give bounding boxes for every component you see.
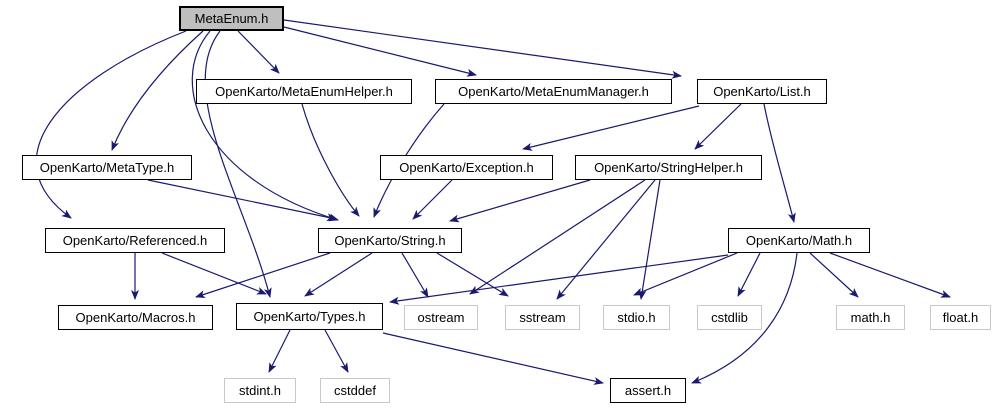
- edge-string-ostream: [401, 252, 429, 298]
- node-list[interactable]: OpenKarto/List.h: [697, 79, 827, 104]
- edge-math-cstdlib: [737, 252, 761, 297]
- node-stdint: stdint.h: [224, 378, 296, 403]
- node-label: OpenKarto/MetaType.h: [39, 160, 175, 175]
- edge-metaenum-list: [283, 19, 682, 79]
- node-label: OpenKarto/Math.h: [745, 233, 853, 248]
- edge-metaenum-referenced: [35, 30, 187, 219]
- node-metatype[interactable]: OpenKarto/MetaType.h: [22, 155, 192, 180]
- edge-list-exception: [522, 105, 700, 151]
- node-cstdlib: cstdlib: [697, 305, 762, 330]
- node-metaenummanager[interactable]: OpenKarto/MetaEnumManager.h: [435, 79, 672, 104]
- node-mathh: math.h: [836, 305, 905, 330]
- edge-stringhelper-ostream: [469, 179, 646, 295]
- node-types[interactable]: OpenKarto/Types.h: [236, 303, 383, 330]
- node-assert[interactable]: assert.h: [610, 378, 686, 403]
- edge-math-types: [389, 254, 729, 305]
- node-metaenumhelper[interactable]: OpenKarto/MetaEnumHelper.h: [196, 79, 412, 104]
- edge-types-assert: [382, 332, 604, 385]
- node-string[interactable]: OpenKarto/String.h: [318, 228, 462, 253]
- node-stringhelper[interactable]: OpenKarto/StringHelper.h: [575, 155, 762, 180]
- node-macros[interactable]: OpenKarto/Macros.h: [58, 305, 213, 330]
- node-label: OpenKarto/String.h: [334, 233, 446, 248]
- node-ostream: ostream: [404, 305, 478, 330]
- node-label: cstddef: [334, 383, 376, 398]
- edge-list-math: [763, 103, 796, 223]
- node-label: stdint.h: [239, 383, 281, 398]
- node-label: float.h: [942, 310, 979, 325]
- edge-exception-string: [412, 179, 453, 220]
- node-math[interactable]: OpenKarto/Math.h: [728, 228, 870, 253]
- edge-metaenum-metatype: [111, 30, 204, 151]
- node-label: stdio.h: [617, 310, 656, 325]
- node-label: sstream: [519, 310, 566, 325]
- edge-stringhelper-stdio: [638, 179, 661, 300]
- node-label: assert.h: [624, 383, 672, 398]
- edge-metaenum-metaenumhelper: [237, 30, 280, 74]
- node-label: MetaEnum.h: [194, 11, 269, 26]
- edge-string-sstream: [436, 252, 509, 297]
- edge-types-stdint: [268, 329, 291, 373]
- edge-metaenum-string: [191, 30, 339, 222]
- node-label: ostream: [417, 310, 465, 325]
- edge-metaenumhelper-string: [301, 103, 360, 217]
- node-metaenum: MetaEnum.h: [179, 6, 284, 31]
- edge-types-cstddef: [324, 329, 349, 373]
- node-label: OpenKarto/Types.h: [253, 309, 366, 324]
- edge-list-stringhelper: [694, 103, 742, 150]
- edge-metatype-string: [147, 179, 337, 222]
- node-label: OpenKarto/Referenced.h: [62, 233, 208, 248]
- node-label: math.h: [850, 310, 891, 325]
- edge-referenced-types: [161, 252, 267, 295]
- edge-math-floath: [829, 252, 951, 298]
- edge-math-assert: [691, 252, 798, 384]
- node-label: OpenKarto/Exception.h: [399, 160, 534, 175]
- node-label: OpenKarto/MetaEnumManager.h: [458, 84, 649, 99]
- node-floath: float.h: [930, 305, 991, 330]
- edge-metaenum-metaenummanager: [283, 26, 477, 77]
- node-label: OpenKarto/StringHelper.h: [594, 160, 743, 175]
- node-sstream: sstream: [505, 305, 580, 330]
- edge-string-types: [304, 252, 373, 297]
- edge-stringhelper-sstream: [556, 179, 656, 300]
- edge-metaenum-types: [204, 30, 272, 298]
- node-label: OpenKarto/MetaEnumHelper.h: [215, 84, 393, 99]
- node-cstddef: cstddef: [320, 378, 390, 403]
- node-label: OpenKarto/Macros.h: [75, 310, 196, 325]
- edge-stringhelper-string: [449, 179, 591, 223]
- edge-math-stdio: [633, 252, 738, 296]
- edge-math-mathh: [809, 252, 859, 298]
- node-label: OpenKarto/List.h: [713, 84, 811, 99]
- edge-string-macros: [195, 252, 331, 298]
- node-label: cstdlib: [711, 310, 748, 325]
- node-stdio: stdio.h: [603, 305, 670, 330]
- node-referenced[interactable]: OpenKarto/Referenced.h: [45, 228, 225, 253]
- node-exception[interactable]: OpenKarto/Exception.h: [380, 155, 553, 180]
